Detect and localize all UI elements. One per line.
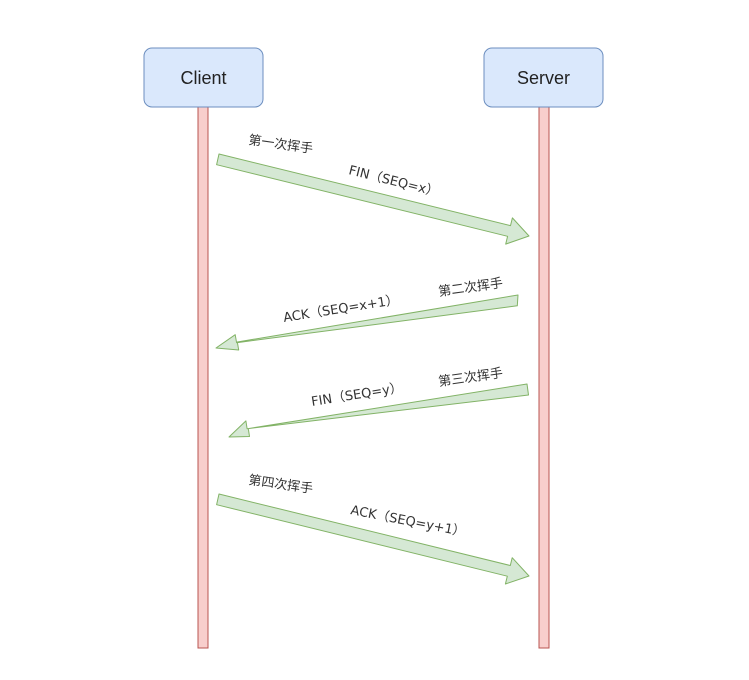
message-arrow-2: [215, 294, 519, 351]
message-1: 第一次挥手 FIN（SEQ=x）: [216, 132, 530, 245]
client-box: Client: [143, 47, 264, 108]
message-arrow-1: [216, 153, 530, 245]
server-box: Server: [483, 47, 604, 108]
server-label: Server: [517, 68, 570, 88]
message-3: 第三次挥手 FIN（SEQ=y）: [228, 365, 529, 438]
message-arrow-3: [228, 383, 529, 438]
message-2: 第二次挥手 ACK（SEQ=x+1）: [215, 275, 519, 351]
message-4: 第四次挥手 ACK（SEQ=y+1）: [216, 472, 530, 585]
message-step-2: 第二次挥手: [437, 275, 504, 300]
client-lifeline: [197, 106, 209, 649]
message-step-1: 第一次挥手: [247, 132, 314, 157]
message-step-4: 第四次挥手: [247, 472, 314, 497]
client-label: Client: [180, 68, 226, 88]
message-step-3: 第三次挥手: [437, 365, 504, 390]
message-arrow-4: [216, 493, 530, 585]
server-lifeline: [538, 106, 550, 649]
